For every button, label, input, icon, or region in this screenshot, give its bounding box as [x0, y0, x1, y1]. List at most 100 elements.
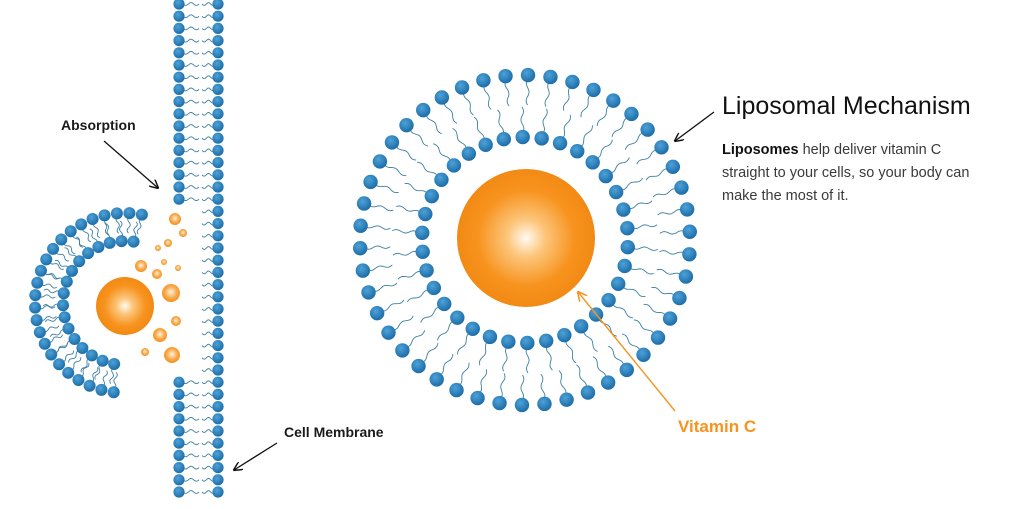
lipid-head	[173, 132, 185, 144]
lipid-head	[418, 206, 433, 222]
lipid-tail	[563, 85, 572, 111]
lipid-head	[617, 258, 632, 274]
lipid-head	[173, 71, 185, 83]
lipid-tail	[502, 345, 508, 372]
lipid-head	[682, 224, 697, 239]
lipid-tail	[443, 101, 458, 124]
lipid-tail	[406, 289, 430, 303]
lipid-tail	[40, 283, 57, 289]
lipid-head	[212, 96, 224, 108]
lipid-head	[355, 263, 371, 278]
lipid-head	[65, 264, 78, 277]
lipid-head	[212, 22, 224, 34]
lipid-tail	[47, 334, 64, 343]
lipid-head	[636, 347, 651, 363]
lipid-head	[212, 10, 224, 22]
lipid-head	[82, 247, 95, 260]
lipid-tail	[592, 356, 607, 379]
lipid-head	[212, 315, 224, 327]
lipid-head	[369, 306, 385, 321]
lipid-tail	[421, 343, 439, 364]
lipid-head	[98, 209, 111, 222]
lipid-tail	[608, 345, 625, 367]
lipid-head	[616, 202, 631, 217]
lipid-tail	[633, 319, 655, 336]
lipid-tail	[126, 216, 131, 234]
lipid-head	[212, 437, 224, 449]
arrows	[103, 111, 715, 470]
lipid-tail	[479, 340, 489, 366]
absorption-arrow	[103, 140, 158, 188]
lipid-tail	[82, 227, 92, 243]
lipid-tail	[182, 124, 200, 128]
lipid-head	[450, 310, 465, 325]
lipid-head	[492, 395, 507, 411]
lipid-tail	[54, 259, 70, 270]
lipid-head	[73, 255, 86, 268]
lipid-head	[173, 486, 185, 498]
lipid-head	[212, 205, 224, 217]
lipid-head	[437, 296, 452, 312]
lipid-head	[173, 401, 185, 413]
lipid-head	[86, 213, 99, 226]
lipid-head	[212, 266, 224, 278]
lipid-head	[173, 462, 185, 474]
lipid-tail	[70, 357, 82, 371]
lipid-head	[57, 299, 70, 312]
lipid-head	[212, 340, 224, 352]
lipid-tail	[651, 286, 676, 297]
lipid-head	[173, 144, 185, 156]
lipid-tail	[182, 111, 200, 116]
lipid-head	[498, 68, 513, 84]
lipid-head	[434, 172, 449, 187]
lipid-tail	[483, 84, 492, 110]
lipid-tail	[628, 266, 654, 275]
lipid-tail	[182, 404, 200, 409]
lipid-tail	[57, 340, 72, 351]
lipid-tail	[595, 139, 613, 160]
lipid-head	[72, 374, 85, 387]
lipid-tail	[89, 228, 98, 244]
lipid-head	[559, 392, 574, 407]
lipid-head	[619, 362, 634, 378]
lipid-tail	[579, 125, 593, 148]
lipid-tail	[136, 217, 142, 235]
vitamin-c-droplet	[161, 259, 167, 265]
lipid-tail	[182, 50, 200, 55]
lipid-head	[212, 242, 224, 254]
lipid-head	[212, 132, 224, 144]
lipid-head	[127, 235, 140, 248]
lipid-tail	[546, 344, 553, 371]
lipid-head	[212, 449, 224, 461]
lipid-tail	[90, 367, 99, 383]
lipid-tail	[497, 109, 504, 136]
lipid-tail	[397, 270, 423, 280]
lipid-tail	[392, 250, 419, 256]
large-liposome	[353, 67, 697, 413]
lipid-tail	[580, 93, 592, 118]
lipid-head	[454, 80, 470, 95]
lipid-head	[212, 144, 224, 156]
lipid-tail	[133, 221, 138, 239]
lipid-head	[424, 188, 439, 204]
lipid-tail	[76, 236, 87, 251]
lipid-head	[356, 196, 372, 211]
lipid-tail	[182, 148, 200, 153]
lipid-head	[173, 474, 185, 486]
lipid-head	[570, 144, 585, 159]
lipid-tail	[80, 362, 90, 378]
lipid-head	[620, 240, 635, 255]
lipid-tail	[182, 14, 200, 19]
lipid-head	[672, 290, 687, 306]
lipid-tail	[44, 316, 62, 323]
lipid-tail	[437, 320, 455, 341]
lipid-tail	[374, 183, 399, 194]
lipid-tail	[565, 339, 577, 364]
vitamin-c-core	[457, 169, 595, 307]
lipid-head	[478, 137, 493, 153]
lipid-tail	[621, 333, 641, 352]
lipid-tail	[182, 136, 200, 141]
lipid-tail	[182, 441, 200, 446]
lipid-tail	[182, 38, 200, 43]
